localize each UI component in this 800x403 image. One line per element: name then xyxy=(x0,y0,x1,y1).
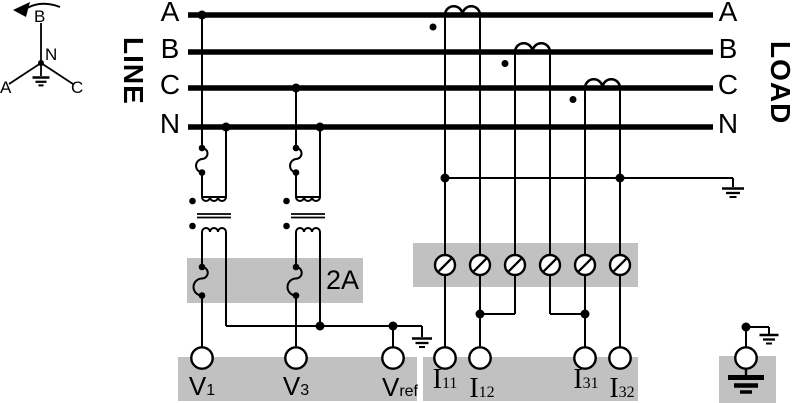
junction-safety-ground xyxy=(741,322,751,332)
screw-terminal-icon xyxy=(608,253,632,277)
voltage-transformer-2 xyxy=(283,83,325,347)
junction-a-tap xyxy=(197,10,207,20)
phasor-vectors xyxy=(8,23,74,85)
label-v1: V1 xyxy=(188,371,216,401)
rotation-arrow-arc xyxy=(26,2,61,9)
pt1-secondary-polarity-dot xyxy=(189,222,196,230)
pt2-primary-fuse-icon xyxy=(289,144,303,176)
bus-label-right-n: N xyxy=(717,108,739,139)
pt1-primary-winding xyxy=(201,196,227,202)
pt1-secondary-winding xyxy=(201,227,227,233)
phasor-diagram xyxy=(8,2,74,87)
pt2-secondary-polarity-dot xyxy=(283,222,290,230)
instrument-terminals xyxy=(190,346,632,370)
ct-c-polarity-dot xyxy=(569,96,577,103)
ct-ground-icon xyxy=(722,187,744,198)
phasor-label-c: C xyxy=(71,78,84,97)
voltage-transformer-1 xyxy=(189,10,231,347)
bus-label-right-b: B xyxy=(718,33,738,64)
ct-a-polarity-dot xyxy=(429,23,437,31)
terminal-ground xyxy=(734,346,758,370)
pt2-secondary-fuse-2a-icon xyxy=(286,263,303,299)
ct-b-polarity-dot xyxy=(501,60,509,67)
safety-ground-terminal xyxy=(728,322,779,394)
junction-n-tap-1 xyxy=(221,122,231,132)
terminal-vref xyxy=(381,346,405,370)
pt2-core xyxy=(291,213,325,219)
current-transformer-c xyxy=(569,78,622,347)
terminal-i32 xyxy=(608,346,632,370)
pt2-primary-winding xyxy=(295,196,321,202)
screw-terminal-icon xyxy=(468,253,492,277)
bus-label-right-a: A xyxy=(718,0,738,27)
label-i11: I11 xyxy=(432,364,458,395)
phasor-label-a: A xyxy=(0,78,12,97)
line-side-label: LINE xyxy=(118,37,149,105)
junction-n-tap-2 xyxy=(315,122,325,132)
pt2-primary-polarity-dot xyxy=(283,197,290,205)
current-terminal-strip xyxy=(423,357,638,401)
ct-lead-jogs xyxy=(475,309,590,319)
screw-terminal-icon xyxy=(433,253,457,277)
bus-label-left-c: C xyxy=(159,69,181,100)
terminal-v1 xyxy=(190,346,214,370)
phasor-label-b: B xyxy=(34,7,46,26)
current-transformer-a xyxy=(429,5,482,347)
fuse-rating-label: 2A xyxy=(326,265,360,295)
junction-v-common-1 xyxy=(315,321,325,331)
ct-a-winding xyxy=(443,5,482,16)
screw-terminal-icon xyxy=(503,253,527,277)
screw-terminal-icon xyxy=(538,253,562,277)
earth-ground-icon xyxy=(759,333,779,345)
pt1-core xyxy=(197,213,231,219)
voltage-common-wire xyxy=(226,321,432,348)
terminal-i12 xyxy=(468,346,492,370)
pt-fuse-block xyxy=(187,258,363,303)
terminal-i11 xyxy=(433,346,457,370)
label-i31: I31 xyxy=(573,364,599,395)
terminal-v3 xyxy=(284,346,308,370)
rotation-arrow-head-icon xyxy=(13,2,30,17)
junction-ct-common-2 xyxy=(615,173,625,183)
ct-common-wire xyxy=(440,173,744,198)
junction-i12 xyxy=(475,309,485,319)
junction-c-tap xyxy=(291,83,301,93)
shorting-block-terminals xyxy=(433,253,632,277)
terminal-i31 xyxy=(573,346,597,370)
bus-bars xyxy=(188,12,713,130)
bus-label-left-b: B xyxy=(160,33,180,64)
pt1-primary-fuse-icon xyxy=(195,144,209,176)
pt1-primary-polarity-dot xyxy=(189,197,196,205)
vref-ground-icon xyxy=(412,337,432,348)
bus-label-right-c: C xyxy=(717,69,739,100)
label-i12: I12 xyxy=(469,373,495,403)
ct-c-winding xyxy=(583,78,622,89)
label-i32: I32 xyxy=(609,373,635,403)
label-vref: Vref xyxy=(381,372,418,402)
screw-terminal-icon xyxy=(573,253,597,277)
junction-ct-common-1 xyxy=(440,173,450,183)
ct-b-winding xyxy=(513,42,552,53)
label-v3: V3 xyxy=(282,371,310,401)
bus-label-left-n: N xyxy=(159,108,181,139)
bus-label-left-a: A xyxy=(160,0,180,27)
phasor-ground-icon xyxy=(32,63,50,87)
junction-i31 xyxy=(580,309,590,319)
phasor-label-n: N xyxy=(45,45,58,64)
pt2-secondary-winding xyxy=(295,227,321,233)
load-side-label: LOAD xyxy=(765,41,796,125)
chassis-ground-icon xyxy=(728,369,764,394)
